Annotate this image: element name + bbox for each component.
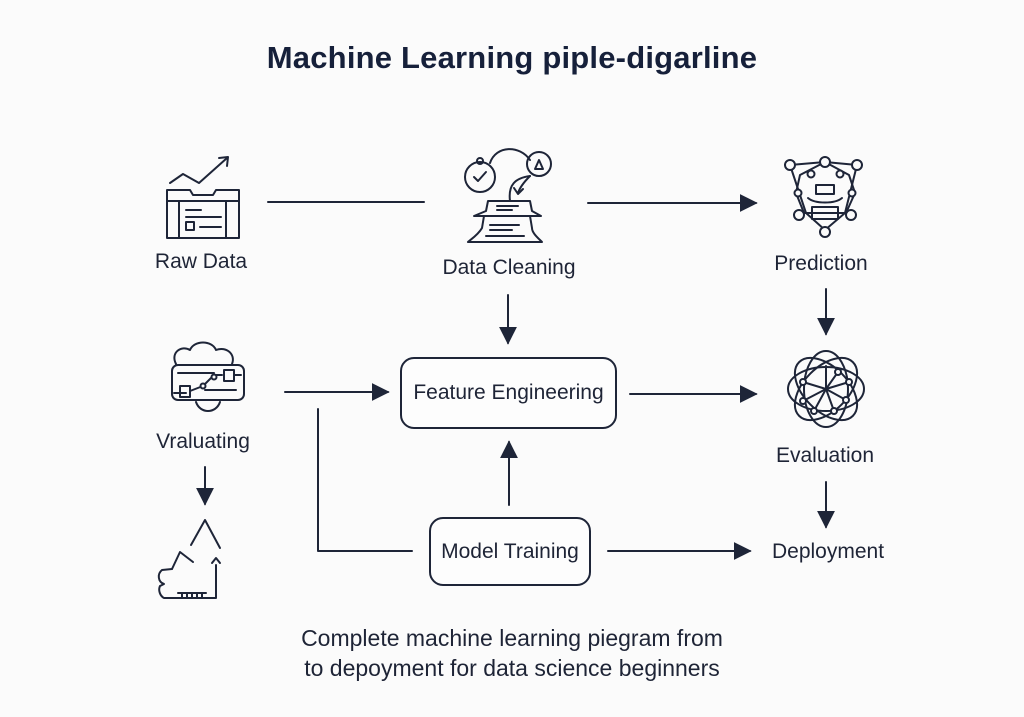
diagram-caption: Complete machine learning piegram from t…: [0, 623, 1024, 683]
neural-network-icon: [784, 156, 863, 238]
node-label-evaluation: Evaluation: [775, 444, 875, 467]
cloud-circuit-icon: [171, 341, 245, 412]
caption-line-1: Complete machine learning piegram from: [301, 625, 723, 651]
node-label-vraluating: Vraluating: [156, 430, 250, 453]
database-trend-icon: [166, 156, 240, 239]
node-label-feature-engineering: Feature Engineering: [413, 381, 604, 404]
node-label-prediction: Prediction: [774, 252, 868, 275]
node-feature-engineering: Feature Engineering: [400, 357, 617, 429]
data-cleaning-icon: [464, 148, 552, 243]
node-label-deployment: Deployment: [771, 540, 885, 563]
node-label-model-training: Model Training: [441, 539, 579, 563]
node-label-data-cleaning: Data Cleaning: [442, 256, 576, 279]
flower-network-icon: [787, 350, 865, 428]
edge-training-loop: [317, 408, 413, 552]
caption-line-2: to depoyment for data science beginners: [304, 655, 720, 681]
diagram-title: Machine Learning piple-digarline: [266, 40, 758, 75]
node-model-training: Model Training: [429, 517, 591, 586]
node-label-raw-data: Raw Data: [154, 250, 248, 273]
mountain-chart-icon: [157, 519, 221, 599]
